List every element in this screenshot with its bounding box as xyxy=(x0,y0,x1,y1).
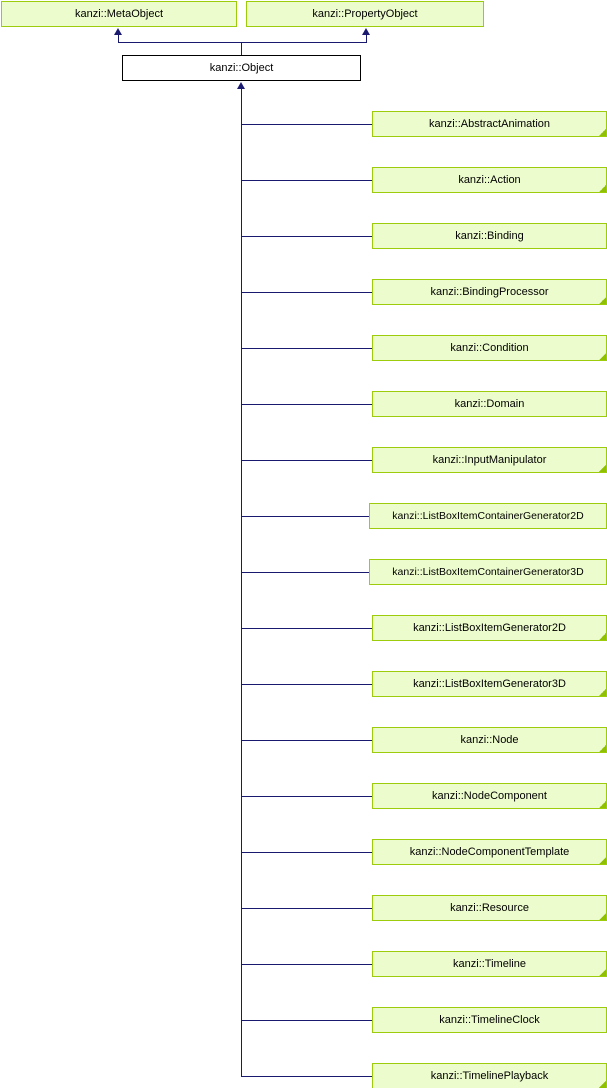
class-node-condition[interactable]: kanzi::Condition xyxy=(372,335,607,361)
edge-connector xyxy=(241,1076,372,1077)
edge-connector xyxy=(241,348,372,349)
class-node-listboxitemgenerator3d[interactable]: kanzi::ListBoxItemGenerator3D xyxy=(372,671,607,697)
class-node-node[interactable]: kanzi::Node xyxy=(372,727,607,753)
class-node-abstractanimation[interactable]: kanzi::AbstractAnimation xyxy=(372,111,607,137)
edge-derived-trunk xyxy=(241,88,242,1076)
edge-bar-to-object xyxy=(241,42,242,56)
class-node-nodecomponenttemplate[interactable]: kanzi::NodeComponentTemplate xyxy=(372,839,607,865)
inheritance-arrow-metaobject xyxy=(114,28,122,35)
class-node-resource[interactable]: kanzi::Resource xyxy=(372,895,607,921)
class-node-domain[interactable]: kanzi::Domain xyxy=(372,391,607,417)
class-node-propertyobject[interactable]: kanzi::PropertyObject xyxy=(246,1,484,27)
class-node-label: kanzi::NodeComponentTemplate xyxy=(409,846,570,858)
edge-connector xyxy=(241,852,372,853)
inheritance-arrow-propertyobject xyxy=(362,28,370,35)
edge-connector xyxy=(241,292,372,293)
edge-connector xyxy=(241,740,372,741)
class-node-label: kanzi::Domain xyxy=(454,398,525,410)
edge-connector xyxy=(241,180,372,181)
edge-connector xyxy=(241,516,369,517)
class-node-label: kanzi::ListBoxItemContainerGenerator2D xyxy=(392,510,584,522)
class-node-label: kanzi::TimelinePlayback xyxy=(430,1070,549,1082)
class-node-label: kanzi::PropertyObject xyxy=(312,8,418,20)
class-node-object[interactable]: kanzi::Object xyxy=(122,55,361,81)
edge-propertyobject-stub xyxy=(366,34,367,43)
class-node-listboxitemcontainergenerator3d[interactable]: kanzi::ListBoxItemContainerGenerator3D xyxy=(369,559,607,585)
class-node-label: kanzi::InputManipulator xyxy=(432,454,547,466)
class-node-listboxitemgenerator2d[interactable]: kanzi::ListBoxItemGenerator2D xyxy=(372,615,607,641)
class-node-label: kanzi::TimelineClock xyxy=(439,1014,540,1026)
inheritance-arrow-object xyxy=(237,82,245,89)
class-node-label: kanzi::Timeline xyxy=(453,958,526,970)
class-node-label: kanzi::Node xyxy=(460,734,519,746)
class-node-label: kanzi::ListBoxItemGenerator3D xyxy=(413,678,566,690)
class-node-inputmanipulator[interactable]: kanzi::InputManipulator xyxy=(372,447,607,473)
edge-metaobject-stub xyxy=(118,34,119,43)
edge-connector xyxy=(241,236,372,237)
edge-base-bar xyxy=(118,42,367,43)
class-node-label: kanzi::Binding xyxy=(455,230,524,242)
class-node-label: kanzi::MetaObject xyxy=(74,8,164,20)
class-node-listboxitemcontainergenerator2d[interactable]: kanzi::ListBoxItemContainerGenerator2D xyxy=(369,503,607,529)
edge-connector xyxy=(241,908,372,909)
class-node-label: kanzi::Object xyxy=(209,62,274,74)
class-node-metaobject[interactable]: kanzi::MetaObject xyxy=(1,1,237,27)
class-node-binding[interactable]: kanzi::Binding xyxy=(372,223,607,249)
class-node-label: kanzi::ListBoxItemContainerGenerator3D xyxy=(392,566,584,578)
class-node-label: kanzi::NodeComponent xyxy=(432,790,547,802)
class-node-label: kanzi::ListBoxItemGenerator2D xyxy=(413,622,566,634)
edge-connector xyxy=(241,684,372,685)
edge-connector xyxy=(241,628,372,629)
class-node-label: kanzi::AbstractAnimation xyxy=(428,118,551,130)
class-node-timelineclock[interactable]: kanzi::TimelineClock xyxy=(372,1007,607,1033)
class-node-label: kanzi::Resource xyxy=(450,902,529,914)
class-node-action[interactable]: kanzi::Action xyxy=(372,167,607,193)
class-node-bindingprocessor[interactable]: kanzi::BindingProcessor xyxy=(372,279,607,305)
class-node-nodecomponent[interactable]: kanzi::NodeComponent xyxy=(372,783,607,809)
edge-connector xyxy=(241,964,372,965)
edge-connector xyxy=(241,572,369,573)
class-node-label: kanzi::Action xyxy=(458,174,521,186)
edge-connector xyxy=(241,404,372,405)
class-node-timeline[interactable]: kanzi::Timeline xyxy=(372,951,607,977)
class-node-timelineplayback[interactable]: kanzi::TimelinePlayback xyxy=(372,1063,607,1088)
class-node-label: kanzi::Condition xyxy=(450,342,529,354)
edge-connector xyxy=(241,796,372,797)
edge-connector xyxy=(241,460,372,461)
edge-connector xyxy=(241,1020,372,1021)
edge-connector xyxy=(241,124,372,125)
class-node-label: kanzi::BindingProcessor xyxy=(430,286,549,298)
